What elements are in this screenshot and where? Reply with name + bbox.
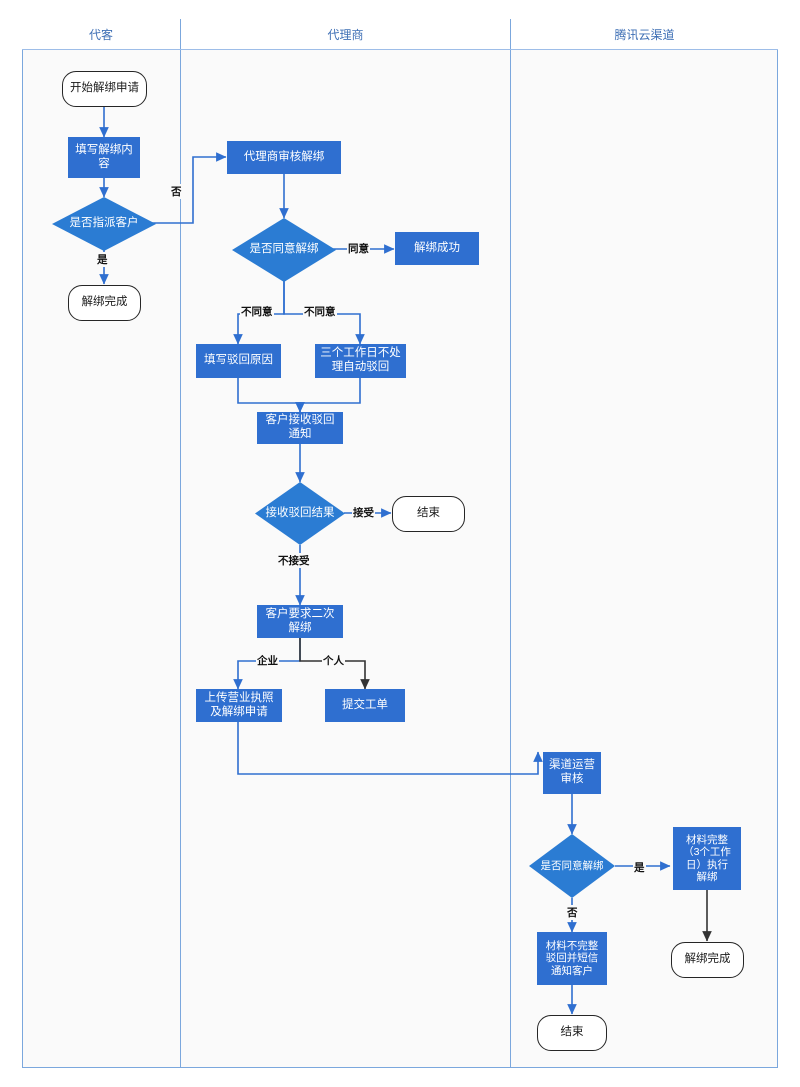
node-unbind-complete-right[interactable]: 解绑完成 <box>671 942 744 978</box>
node-unbind-success[interactable]: 解绑成功 <box>395 232 479 265</box>
node-agree-unbind-decision[interactable]: 是否同意解绑 <box>232 218 336 282</box>
node-agree-unbind-label: 是否同意解绑 <box>249 243 319 256</box>
node-fill-unbind-content[interactable]: 填写解绑内 容 <box>68 137 140 178</box>
node-customer-receive-reject[interactable]: 客户接收驳回 通知 <box>257 412 343 444</box>
node-fill-reject-reason[interactable]: 填写驳回原因 <box>196 344 281 378</box>
edge-label-yes-assign: 是 <box>96 252 109 267</box>
node-end-tencent[interactable]: 结束 <box>537 1015 607 1051</box>
node-upload-business-license[interactable]: 上传营业执照 及解绑申请 <box>196 689 282 722</box>
node-start[interactable]: 开始解绑申请 <box>62 71 147 107</box>
node-unbind-complete-left[interactable]: 解绑完成 <box>68 285 141 321</box>
node-material-incomplete-reject[interactable]: 材料不完整 驳回并短信 通知客户 <box>537 932 607 985</box>
node-agent-review-unbind[interactable]: 代理商审核解绑 <box>227 141 341 174</box>
lane-header-customer: 代客 <box>88 27 113 42</box>
edge-label-agree: 同意 <box>347 241 370 256</box>
lane-header-row: 代客 代理商 腾讯云渠道 <box>22 19 778 50</box>
lane-header-tencent: 腾讯云渠道 <box>510 19 778 49</box>
node-assign-customer-label: 是否指派客户 <box>69 217 139 230</box>
node-reject-result-label: 接收驳回结果 <box>265 506 335 519</box>
edge-label-disagree-right: 不同意 <box>303 304 337 319</box>
edge-label-not-accept: 不接受 <box>277 553 311 568</box>
lane-divider-2 <box>510 19 512 1068</box>
edge-label-enterprise: 企业 <box>256 653 279 668</box>
edge-label-no-tencent: 否 <box>566 905 579 920</box>
lane-header-agent: 代理商 <box>180 19 510 49</box>
edge-label-yes-tencent: 是 <box>633 860 646 875</box>
node-agree-unbind-decision-2[interactable]: 是否同意解绑 <box>529 834 615 898</box>
node-assign-customer-decision[interactable]: 是否指派客户 <box>52 197 156 251</box>
node-material-complete-execute[interactable]: 材料完整 （3个工作 日）执行 解绑 <box>673 827 741 890</box>
node-agree-unbind-2-label: 是否同意解绑 <box>540 859 604 872</box>
node-reject-result-decision[interactable]: 接收驳回结果 <box>255 482 345 545</box>
node-customer-second-unbind[interactable]: 客户要求二次 解绑 <box>257 605 343 638</box>
edge-label-disagree-left: 不同意 <box>240 304 274 319</box>
edge-label-accept: 接受 <box>352 505 375 520</box>
edge-label-no-assign: 否 <box>170 184 183 199</box>
node-end-agent[interactable]: 结束 <box>392 496 465 532</box>
edge-label-individual: 个人 <box>322 653 345 668</box>
lane-divider-1 <box>180 19 182 1068</box>
node-submit-ticket[interactable]: 提交工单 <box>325 689 405 722</box>
node-channel-operation-review[interactable]: 渠道运营 审核 <box>543 752 601 794</box>
node-auto-reject-3days[interactable]: 三个工作日不处 理自动驳回 <box>315 344 406 378</box>
